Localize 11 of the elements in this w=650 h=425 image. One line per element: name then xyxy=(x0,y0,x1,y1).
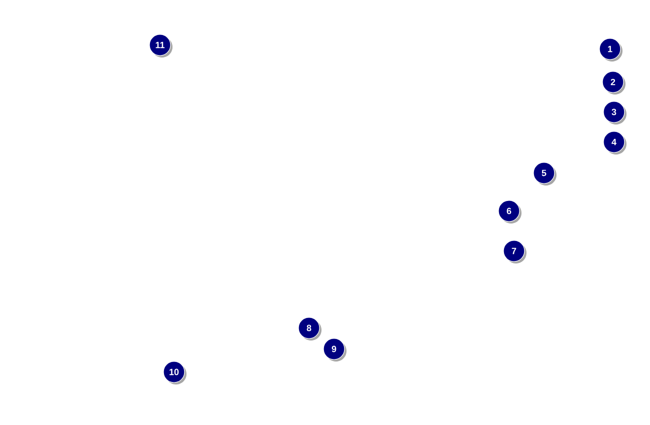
callout-number: 11 xyxy=(149,34,172,58)
callout-number: 5 xyxy=(533,162,556,186)
callout-number: 9 xyxy=(323,338,346,362)
callout-number: 3 xyxy=(603,101,626,124)
callout-number: 10 xyxy=(163,361,186,384)
callout-number: 8 xyxy=(298,317,322,340)
callout-number: 2 xyxy=(602,71,626,94)
callout-number: 4 xyxy=(603,131,626,154)
callout-number: 1 xyxy=(599,38,622,62)
callout-number: 7 xyxy=(503,240,526,264)
callout-number: 6 xyxy=(498,200,522,224)
